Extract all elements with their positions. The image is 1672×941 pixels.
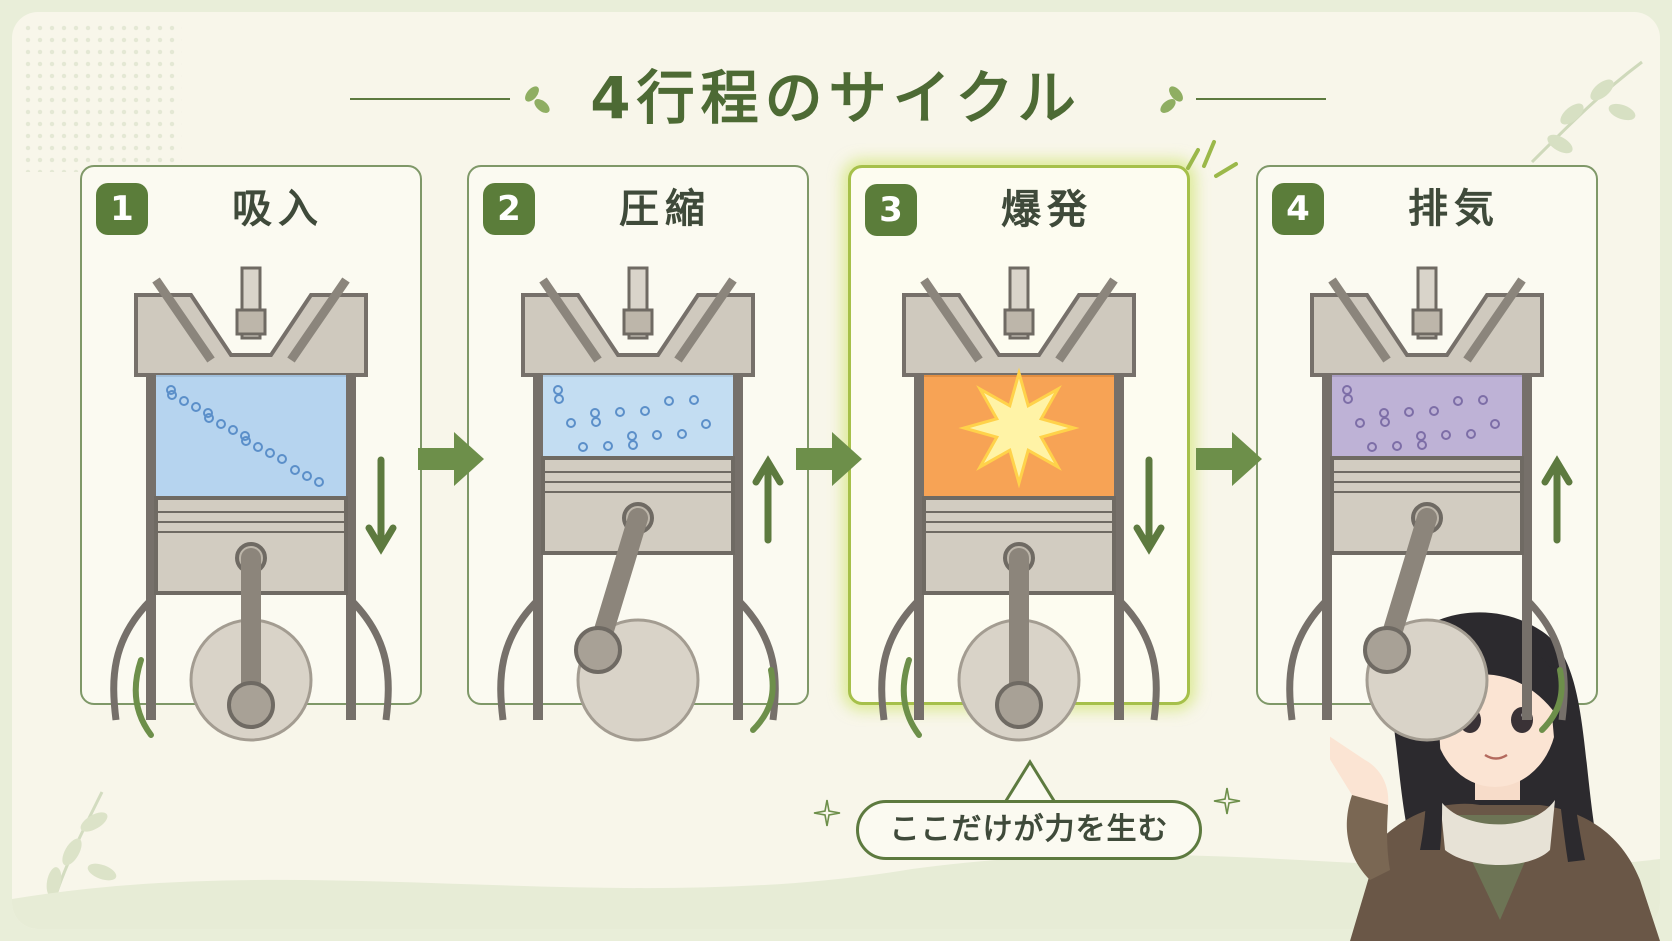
stroke-panel-power: 3 爆発 [848,165,1190,705]
stroke-name: 吸入 [232,186,324,232]
callout-pointer [1002,759,1058,805]
power-callout: ここだけが力を生む [856,800,1202,860]
sparkle-icon [1213,787,1241,815]
stroke-panel-compression: 2 圧縮 [467,165,809,705]
title-line-right [1196,98,1326,100]
stroke-name: 排気 [1408,186,1500,232]
title-area: 4行程のサイクル [0,58,1672,138]
leaf-decoration-top-right [1530,60,1643,164]
stroke-number-badge: 2 [483,183,535,235]
dot-pattern [22,22,182,172]
leaf-icon-left [525,86,550,113]
stroke-name: 圧縮 [619,186,711,232]
guide-character [1330,612,1660,941]
stroke-number-badge: 1 [96,183,148,235]
sparkle-icon [813,799,841,827]
emphasis-lines-icon [1186,140,1238,178]
leaf-icon-right [1160,86,1183,113]
stroke-number-badge: 3 [865,184,917,236]
right-arrow-icon [418,432,484,486]
right-arrow-icon [1196,432,1262,486]
stroke-number-badge: 4 [1272,183,1324,235]
title-line-left [350,98,510,100]
stroke-panel-intake: 1 吸入 [80,165,422,705]
stroke-name: 爆発 [1001,187,1093,233]
ground-wave [12,854,1660,929]
page-title: 4行程のサイクル [590,64,1082,132]
right-arrow-icon [796,432,862,486]
